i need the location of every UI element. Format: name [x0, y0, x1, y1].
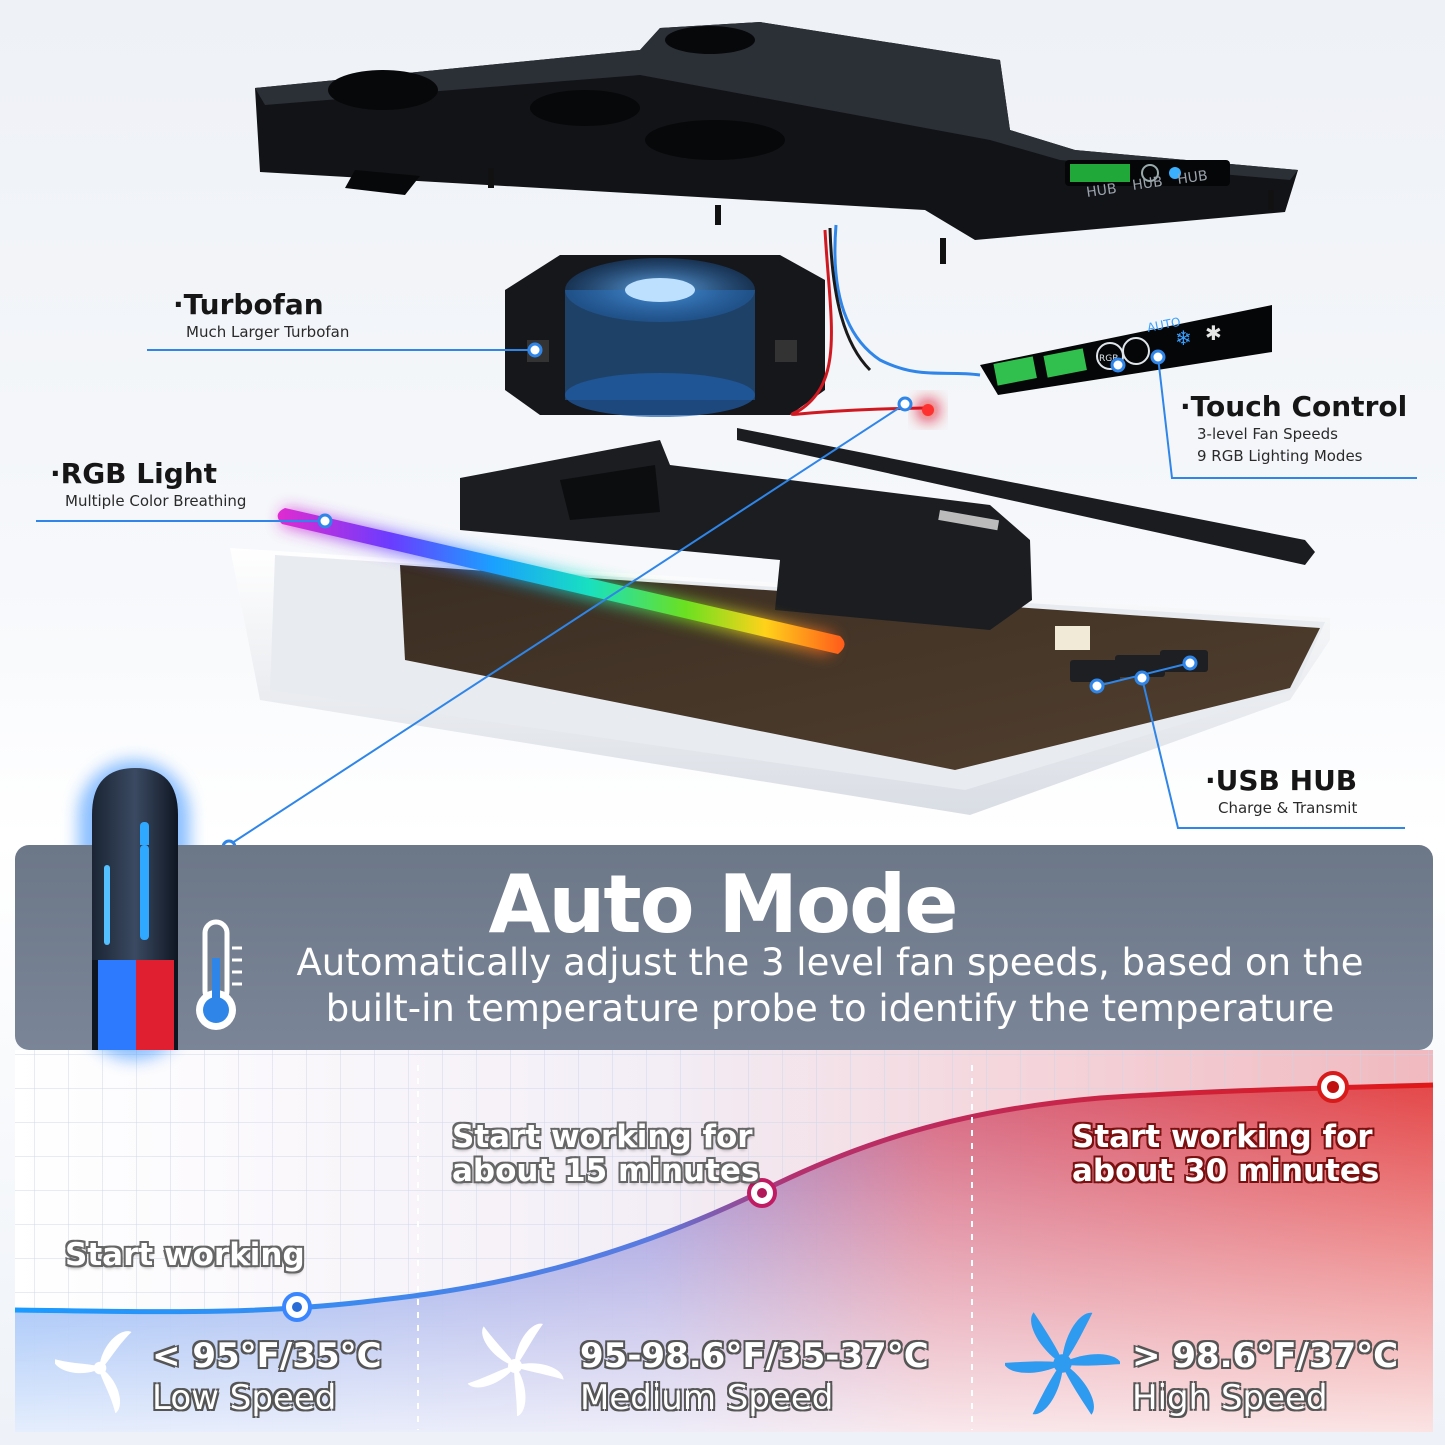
stage-low-label: Start working [65, 1238, 305, 1272]
rgb-light-bar [277, 508, 845, 655]
callout-rgb-light: ·RGB Light Multiple Color Breathing [50, 457, 246, 512]
top-cover: HUB HUB HUB [255, 22, 1298, 264]
probe-overlay [92, 845, 178, 1050]
speed-low-temp: < 95°F/35°C [152, 1336, 382, 1376]
speed-low-label: Low Speed [152, 1378, 337, 1418]
touch-title: ·Touch Control [1180, 390, 1408, 423]
touch-subtitle-2: 9 RGB Lighting Modes [1197, 447, 1363, 465]
speed-medium-temp: 95-98.6°F/35-37°C [580, 1336, 929, 1376]
stage-high-line-2: about 30 minutes [1072, 1153, 1380, 1189]
turbofan-subtitle: Much Larger Turbofan [186, 323, 350, 341]
svg-text:❄: ❄ [1175, 326, 1192, 350]
callout-lines [36, 349, 1417, 846]
stage-medium-label: Start working for about 15 minutes [452, 1120, 759, 1188]
callout-turbofan: ·Turbofan Much Larger Turbofan [173, 288, 349, 343]
fan-high-icon [1005, 1312, 1120, 1415]
panel-auto-label: AUTO [1146, 315, 1182, 335]
rgb-title: ·RGB Light [50, 457, 218, 490]
fan-low-icon [55, 1331, 132, 1413]
usb-title: ·USB HUB [1205, 764, 1358, 797]
turbofan-title: ·Turbofan [173, 288, 324, 321]
auto-mode-description: Automatically adjust the 3 level fan spe… [230, 940, 1430, 1032]
speed-high-label: High Speed [1132, 1378, 1328, 1418]
stage-low-line-1: Start working [65, 1237, 305, 1273]
curve-marker-low [282, 1292, 312, 1322]
touch-panel: RGB AUTO ❄ ✱ [980, 305, 1272, 395]
usb-subtitle: Charge & Transmit [1218, 799, 1358, 817]
thermometer-icon [196, 919, 242, 1030]
callout-usb-hub: ·USB HUB Charge & Transmit [1205, 764, 1357, 819]
stage-high-label: Start working for about 30 minutes [1072, 1120, 1379, 1188]
fan-medium-icon [467, 1323, 564, 1416]
speed-medium: 95-98.6°F/35-37°C Medium Speed [580, 1335, 929, 1419]
auto-mode-title: Auto Mode [488, 858, 958, 951]
temperature-chart [14, 1050, 1434, 1432]
touch-subtitle-1: 3-level Fan Speeds [1197, 425, 1338, 443]
panel-rgb-badge: RGB [1099, 354, 1118, 364]
svg-text:✱: ✱ [1205, 321, 1222, 345]
speed-medium-label: Medium Speed [580, 1378, 834, 1418]
stage-high-line-1: Start working for [1072, 1119, 1373, 1155]
speed-high-temp: > 98.6°F/37°C [1132, 1336, 1399, 1376]
callout-touch-control: ·Touch Control 3-level Fan Speeds 9 RGB … [1180, 390, 1407, 467]
callout-dots [221, 342, 1198, 855]
auto-mode-panel [15, 845, 1433, 1050]
hub-label-2: HUB [1131, 174, 1163, 194]
auto-mode-line-1: Automatically adjust the 3 level fan spe… [296, 941, 1364, 984]
hub-label-3: HUB [1176, 168, 1208, 188]
rgb-subtitle: Multiple Color Breathing [65, 492, 247, 510]
turbofan [505, 255, 825, 417]
speed-high: > 98.6°F/37°C High Speed [1132, 1335, 1398, 1419]
base-unit [230, 428, 1330, 815]
auto-mode-line-2: built-in temperature probe to identify t… [325, 987, 1335, 1030]
curve-marker-high [1317, 1071, 1349, 1103]
hub-label-1: HUB [1085, 181, 1117, 201]
stage-medium-line-1: Start working for [452, 1119, 753, 1155]
curve-marker-medium [747, 1178, 777, 1208]
speed-low: < 95°F/35°C Low Speed [152, 1335, 382, 1419]
stage-medium-line-2: about 15 minutes [452, 1153, 760, 1189]
